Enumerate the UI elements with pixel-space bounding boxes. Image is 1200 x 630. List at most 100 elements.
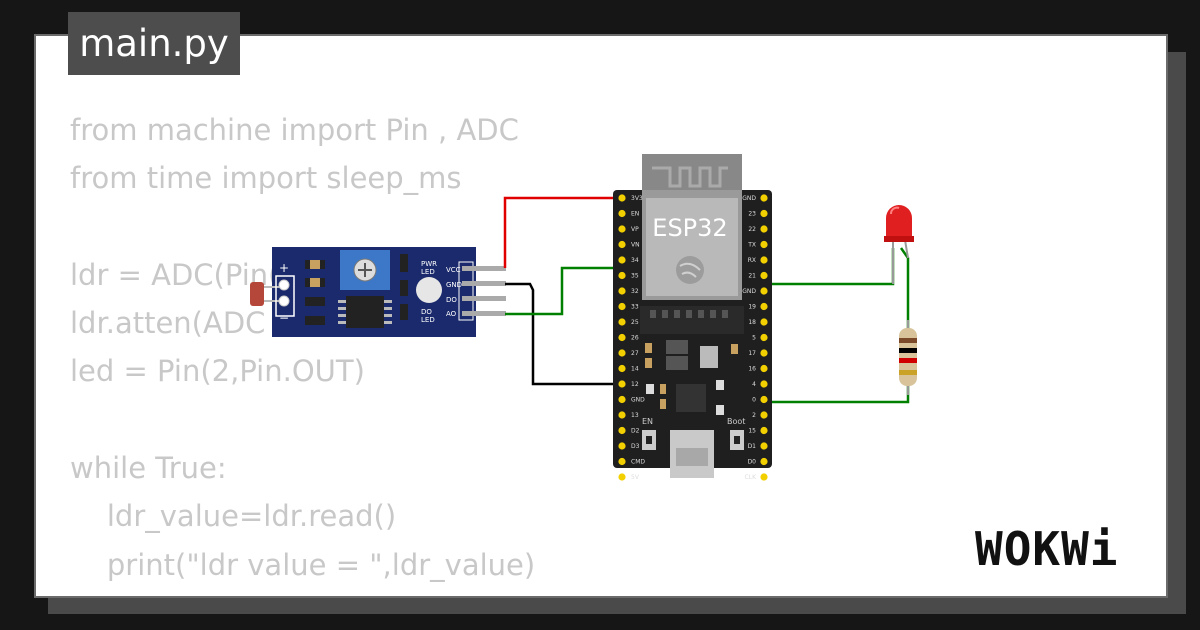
pin-label: 32 xyxy=(631,288,639,295)
pin-hole[interactable] xyxy=(618,225,626,233)
code-line: ldr.atten(ADC xyxy=(70,306,266,341)
pin-hole[interactable] xyxy=(618,395,626,404)
svg-text:VCC: VCC xyxy=(446,266,461,274)
wire-gnd xyxy=(505,282,622,386)
pin-label: 15 xyxy=(748,428,756,435)
code-line: sleep_ms(500) xyxy=(70,589,535,597)
pin-hole[interactable] xyxy=(618,256,626,264)
pin-hole[interactable] xyxy=(618,380,626,388)
pin-label: RX xyxy=(748,257,756,264)
pin-hole[interactable] xyxy=(760,271,768,280)
sensor-plus-label: + xyxy=(279,261,289,275)
pin-label: 4 xyxy=(752,381,756,388)
pin-hole[interactable] xyxy=(618,364,626,373)
esp32-label: ESP32 xyxy=(652,214,727,242)
red-led[interactable] xyxy=(884,205,914,284)
sensor-minus-label: − xyxy=(279,311,289,325)
wire-ao xyxy=(505,266,622,316)
pin-hole[interactable] xyxy=(618,287,626,295)
pin-label: VP xyxy=(631,226,639,233)
wokwi-logo: WOKWi xyxy=(975,522,1119,576)
photoresistor xyxy=(250,282,264,306)
pin-label: 14 xyxy=(631,366,639,373)
pin-label: 26 xyxy=(631,335,639,342)
left-pin-header: 3V3ENVPVN343532332526271412GND13D2D3CMD5… xyxy=(618,194,645,481)
pin-hole[interactable] xyxy=(618,271,626,280)
pin-label: 13 xyxy=(631,412,639,419)
pin-hole[interactable] xyxy=(760,442,768,450)
pin-hole[interactable] xyxy=(760,364,768,373)
pin-hole[interactable] xyxy=(618,209,626,218)
pin-label: 12 xyxy=(631,381,639,388)
pin-hole[interactable] xyxy=(760,457,768,466)
pin-label: EN xyxy=(631,211,639,218)
esp32-board[interactable]: ESP32 EN Boot 3V3ENVPVN34353233252627141… xyxy=(613,154,772,481)
pin-hole[interactable] xyxy=(618,194,626,202)
pin-hole[interactable] xyxy=(760,318,768,326)
pin-label: D3 xyxy=(631,443,640,450)
pin-label: 16 xyxy=(748,366,756,373)
pin-hole[interactable] xyxy=(760,380,768,388)
pin-label: GND xyxy=(631,397,645,404)
sensor-pin-labels: VCC GND DO AO xyxy=(446,266,462,318)
pin-hole[interactable] xyxy=(760,287,768,295)
pin-label: D0 xyxy=(748,459,757,466)
pin-label: 5 xyxy=(752,335,756,342)
pin-hole[interactable] xyxy=(618,411,626,419)
file-tab-main-py[interactable]: main.py xyxy=(68,12,240,75)
pin-hole[interactable] xyxy=(618,302,626,311)
pin-hole[interactable] xyxy=(760,209,768,218)
wire-led-gnd xyxy=(764,248,895,286)
pin-hole[interactable] xyxy=(760,349,768,357)
code-line: ldr_value=ldr.read() xyxy=(70,499,397,534)
resistor[interactable] xyxy=(899,320,917,395)
pin-label: 17 xyxy=(748,350,756,357)
pin-label: VN xyxy=(631,242,640,249)
wire-vcc xyxy=(503,196,622,268)
code-line: print("ldr value = ",ldr_value) xyxy=(70,547,536,582)
pin-label: D1 xyxy=(748,443,757,450)
pin-hole[interactable] xyxy=(618,240,626,249)
pin-hole[interactable] xyxy=(760,240,768,249)
pin-hole[interactable] xyxy=(760,426,768,435)
pin-label: CMD xyxy=(631,459,645,466)
pin-hole[interactable] xyxy=(618,457,626,466)
pin-hole[interactable] xyxy=(760,256,768,264)
wifi-antenna xyxy=(642,154,742,194)
code-line: from machine import Pin , ADC xyxy=(70,113,519,147)
pin-label: TX xyxy=(747,242,756,249)
wire-led-resistor xyxy=(899,247,910,328)
pin-hole[interactable] xyxy=(760,411,768,419)
code-line: from time import sleep_ms xyxy=(70,161,462,196)
pin-hole[interactable] xyxy=(618,333,626,342)
pin-label: 2 xyxy=(752,412,756,419)
pin-label: 5V xyxy=(631,474,640,481)
pin-hole[interactable] xyxy=(618,473,626,481)
pin-hole[interactable] xyxy=(760,302,768,311)
pin-label: 19 xyxy=(748,304,756,311)
pin-hole[interactable] xyxy=(760,333,768,342)
pin-hole[interactable] xyxy=(760,473,768,481)
en-button-label: EN xyxy=(642,417,653,426)
code-listing: from machine import Pin , ADC from time i… xyxy=(70,106,536,597)
pin-label: 23 xyxy=(748,211,756,218)
svg-text:AO: AO xyxy=(446,310,457,318)
sensor-header-pins xyxy=(462,266,506,316)
pin-hole[interactable] xyxy=(618,442,626,450)
pin-hole[interactable] xyxy=(760,194,768,202)
pin-label: 18 xyxy=(748,319,756,326)
pin-label: D2 xyxy=(631,428,640,435)
pin-hole[interactable] xyxy=(618,349,626,357)
pin-hole[interactable] xyxy=(618,318,626,326)
pin-hole[interactable] xyxy=(618,426,626,435)
pin-hole[interactable] xyxy=(760,225,768,233)
svg-text:GND: GND xyxy=(446,281,462,289)
pin-hole[interactable] xyxy=(760,395,768,404)
pin-label: 3V3 xyxy=(631,195,643,202)
pin-label: 25 xyxy=(631,319,639,326)
